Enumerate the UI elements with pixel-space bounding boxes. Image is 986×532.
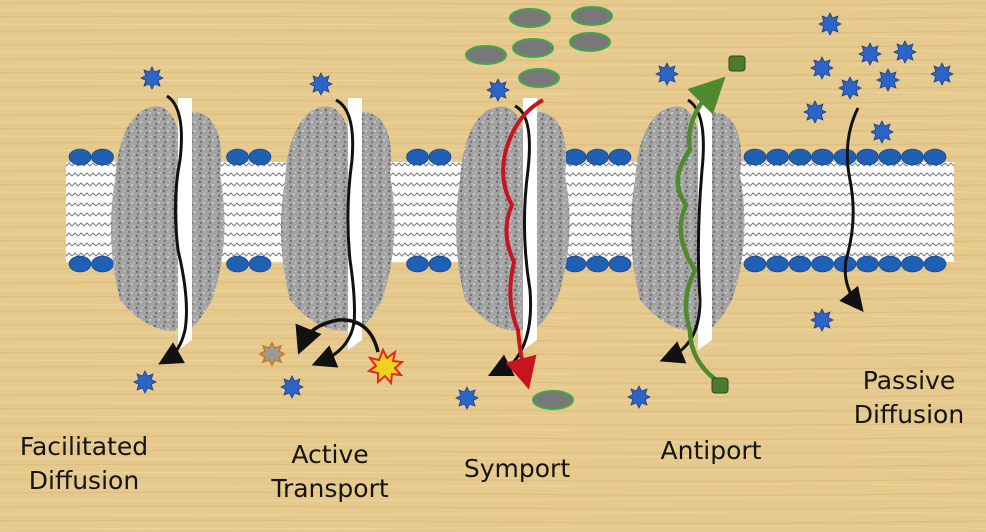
- cargo-oval-icon: [532, 390, 574, 410]
- antiport-path-green: [675, 76, 726, 382]
- lipid-head: [428, 148, 452, 166]
- cargo-oval-icon: [512, 38, 554, 58]
- lipid-head: [788, 148, 812, 166]
- label-antiport: Antiport: [636, 434, 786, 468]
- lipid-head: [878, 148, 902, 166]
- molecule-star-icon: [627, 385, 651, 409]
- molecule-star-icon: [930, 62, 954, 86]
- label-facilitated-diffusion: Facilitated Diffusion: [4, 430, 164, 498]
- cargo-oval-icon: [569, 32, 611, 52]
- symport-path-red: [501, 98, 544, 390]
- cargo-oval-icon: [465, 45, 507, 65]
- label-active-line1: Active: [291, 440, 369, 469]
- cargo-oval-icon: [518, 68, 560, 88]
- facilitated-path-arrow: [158, 94, 188, 365]
- lipid-head: [743, 255, 767, 273]
- cargo-square-icon: [728, 55, 746, 72]
- lipid-head: [856, 148, 879, 166]
- molecule-star-icon: [858, 42, 882, 66]
- molecule-star-icon: [803, 100, 827, 124]
- molecule-star-icon: [870, 120, 894, 144]
- lipid-head: [833, 148, 857, 166]
- lipid-head: [856, 255, 879, 273]
- lipid-head: [901, 148, 924, 166]
- protein-symport: [456, 98, 570, 350]
- lipid-head: [923, 255, 947, 273]
- molecule-star-icon: [133, 370, 157, 394]
- lipid-head: [901, 255, 924, 273]
- molecule-star-icon: [838, 76, 862, 100]
- lipid-head: [923, 148, 947, 166]
- passive-path-arrow: [839, 107, 864, 313]
- lipid-head: [248, 148, 272, 166]
- label-passive-line1: Passive: [862, 366, 956, 395]
- lipid-head: [563, 148, 587, 166]
- lipid-head: [788, 255, 812, 273]
- lipid-head: [766, 148, 789, 166]
- label-facilitated-line2: Diffusion: [28, 466, 140, 495]
- protein-active: [281, 98, 395, 350]
- molecule-star-icon: [655, 62, 679, 86]
- lipid-head: [586, 148, 609, 166]
- molecule-star-icon: [140, 66, 164, 90]
- lipid-head: [743, 148, 767, 166]
- lipid-head: [811, 255, 834, 273]
- molecule-star-icon: [893, 40, 917, 64]
- lipid-head: [406, 148, 429, 166]
- atp-hydrolysis-arrow: [295, 318, 380, 355]
- cargo-oval-group: [465, 6, 613, 410]
- label-passive-line2: Diffusion: [853, 400, 965, 429]
- label-symport-line1: Symport: [463, 454, 571, 483]
- lipid-head: [608, 255, 632, 273]
- lipid-head: [406, 255, 429, 273]
- cargo-oval-icon: [571, 6, 613, 26]
- molecule-star-icon: [280, 375, 304, 399]
- adp-star-icon: [258, 341, 286, 367]
- label-antiport-line1: Antiport: [660, 436, 762, 465]
- lipid-head: [586, 255, 609, 273]
- molecule-star-icon: [876, 68, 900, 92]
- lipid-head: [91, 255, 114, 273]
- lipid-head: [248, 255, 272, 273]
- molecule-star-icon: [810, 56, 834, 80]
- molecule-star-icon: [486, 78, 510, 102]
- molecule-star-icon: [818, 12, 842, 36]
- lipid-head: [68, 148, 92, 166]
- symport-path-black: [487, 104, 533, 377]
- molecule-star-icon: [810, 308, 834, 332]
- antiport-path-black: [659, 98, 705, 364]
- lipid-head: [91, 148, 114, 166]
- label-active-transport: Active Transport: [250, 438, 410, 506]
- lipid-head: [226, 255, 249, 273]
- active-release-arrow: [311, 321, 356, 368]
- lipid-head: [428, 255, 452, 273]
- lipid-head: [226, 148, 249, 166]
- cargo-oval-icon: [509, 8, 551, 28]
- lipid-head: [68, 255, 92, 273]
- lipid-head: [878, 255, 902, 273]
- label-passive-diffusion: Passive Diffusion: [836, 364, 982, 432]
- label-active-line2: Transport: [271, 474, 389, 503]
- protein-facilitated: [111, 98, 225, 350]
- molecule-star-icon: [455, 386, 479, 410]
- lipid-head: [811, 148, 834, 166]
- label-symport: Symport: [442, 452, 592, 486]
- lipid-head: [766, 255, 789, 273]
- active-path-arrow: [335, 98, 356, 326]
- label-facilitated-line1: Facilitated: [19, 432, 149, 461]
- molecule-star-icon: [309, 72, 333, 96]
- lipid-head: [608, 148, 632, 166]
- cargo-square-icon: [711, 377, 729, 394]
- atp-burst-icon: [366, 347, 405, 386]
- lipid-head: [563, 255, 587, 273]
